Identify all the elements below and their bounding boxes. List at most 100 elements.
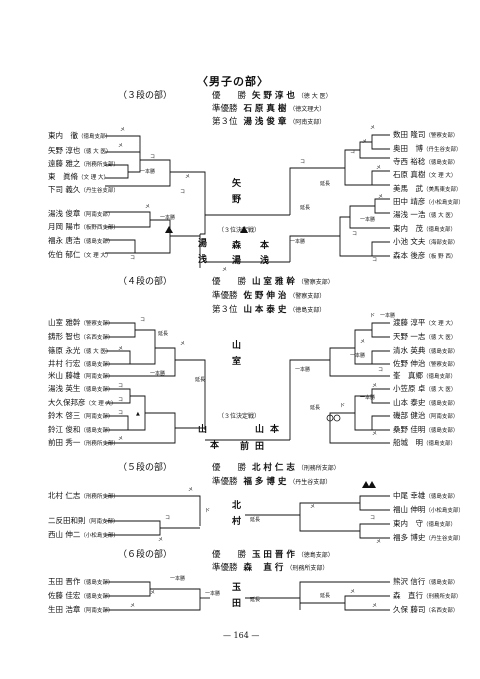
do-mark: ド xyxy=(205,508,211,514)
bracket-4dan-right xyxy=(205,322,390,444)
page-number: — 164 — xyxy=(223,631,260,640)
player-entry: 東内 茂（徳島支部） xyxy=(393,224,457,233)
ippon-mark: 一本勝 xyxy=(360,395,376,401)
men-mark: メ xyxy=(118,346,124,352)
encho-mark: 延長 xyxy=(250,597,261,603)
player-entry: 東内 守（徳島支部） xyxy=(393,519,457,528)
do-mark: ド xyxy=(340,403,346,409)
player-entry: 寺西 裕稔（徳島支部） xyxy=(393,157,459,166)
page-title: 〈男子の部〉 xyxy=(197,75,269,88)
ippon-mark: 一本勝 xyxy=(290,239,306,245)
player-entry: 東 眞脩（文 理 大） xyxy=(48,172,109,181)
kote-mark: コ xyxy=(118,397,124,403)
result-row: 優 勝 北 村 仁 志 （刑務所支部） xyxy=(212,463,340,473)
player-entry: 佐伯 郁仁（文 理 大） xyxy=(48,250,112,259)
men-mark: メ xyxy=(360,339,366,345)
circle-mark xyxy=(326,414,334,422)
men-mark: メ xyxy=(185,174,191,180)
do-mark: ド xyxy=(370,313,376,319)
result-row: 優 勝 山 室 雅 幹 （警察支部） xyxy=(212,277,334,287)
player-entry: 鋳形 智也（名西支部） xyxy=(48,332,114,341)
section-title-5dan: （５段の部） xyxy=(118,463,173,473)
semi-winner-char: 山 xyxy=(255,425,265,435)
player-entry: 奥田 博（丹生谷支部） xyxy=(393,144,462,153)
player-entry: 矢野 淳也（徳 大 医） xyxy=(48,146,112,155)
semi-winner-char: 浅 xyxy=(198,255,208,265)
section-title-4dan: （４段の部） xyxy=(118,277,173,287)
kote-mark: コ xyxy=(370,515,376,521)
player-entry: 山本 泰史（徳島支部） xyxy=(393,398,459,407)
triangle-mark xyxy=(240,226,248,233)
player-entry: 鈴江 俊和（徳島支部） xyxy=(48,425,114,434)
semi-winner-char: 本 xyxy=(210,441,220,451)
player-entry: 生田 浩章（阿南支部） xyxy=(48,605,114,614)
result-row: 準優勝 福 多 博 史 （丹生谷支部） xyxy=(212,477,332,487)
final-winner-char: 野 xyxy=(232,195,242,205)
player-entry: 井村 行宏（徳島支部） xyxy=(48,359,114,368)
player-entry: 佐藤 佳宏（徳島支部） xyxy=(48,591,114,600)
final-winner-char: 矢 xyxy=(232,179,242,189)
final-winner-char: 村 xyxy=(232,517,242,527)
triangle-mark xyxy=(165,226,173,233)
ippon-mark: 一本勝 xyxy=(350,353,366,359)
player-entry: 美馬 武（美馬東支部） xyxy=(393,184,462,193)
player-entry: 小池 文夫（海部支部） xyxy=(393,237,459,246)
men-mark: メ xyxy=(372,431,378,437)
player-entry: 大久保邦彦（文 理 大） xyxy=(48,398,117,407)
final-winner-char: 玉 xyxy=(232,583,242,593)
result-row: 準優勝 石 原 真 樹 （徳文理大） xyxy=(212,104,326,114)
semi-winner-char: 山 xyxy=(198,425,208,435)
kote-mark: コ xyxy=(118,410,124,416)
player-entry: 佐野 伸治（警察支部） xyxy=(393,359,459,368)
bracket-3dan-right xyxy=(205,134,390,263)
encho-mark: 延長 xyxy=(310,405,321,411)
player-entry: 北村 仁志（刑務所支部） xyxy=(48,491,119,500)
player-entry: 森本 後彦（板 野 西） xyxy=(393,251,457,260)
section-title-6dan: （６段の部） xyxy=(118,550,173,560)
semi-winner-char: 本 xyxy=(270,425,280,435)
player-entry: 下司 義久（丹生谷支部） xyxy=(48,185,119,194)
men-mark: メ xyxy=(372,603,378,609)
bracket-4dan-left xyxy=(105,322,206,444)
ippon-mark: 一本勝 xyxy=(170,576,186,582)
semi-winner-char: 本 xyxy=(260,241,270,251)
bracket-5dan xyxy=(105,495,390,539)
bracket-6dan xyxy=(105,581,390,611)
player-entry: 熊沢 信行（徳島支部） xyxy=(393,577,459,586)
men-mark: メ xyxy=(118,436,124,442)
final-winner-char: 北 xyxy=(232,501,242,511)
final-winner-char: 室 xyxy=(232,357,242,367)
player-entry: 福多 博史（丹生谷支部） xyxy=(393,533,464,542)
player-entry: 中尾 幸雄（徳島支部） xyxy=(393,491,459,500)
player-entry: 福永 唐浩（徳島支部） xyxy=(48,236,114,245)
men-mark: メ xyxy=(376,165,382,171)
ippon-mark: 一本勝 xyxy=(150,371,166,377)
player-entry: 玉田 晋作（徳島支部） xyxy=(48,577,114,586)
ippon-mark: 一本勝 xyxy=(295,367,311,373)
result-row: 第３位 山 本 泰 史 （徳島支部） xyxy=(212,305,326,315)
player-entry: 小笠原 卓（徳 大 医） xyxy=(393,384,457,393)
player-entry: 二反田和則（阿南支部） xyxy=(48,516,119,525)
player-entry: 久保 藤司（名西支部） xyxy=(393,605,459,614)
third-place-label: （３位決定戦） xyxy=(218,227,261,234)
player-entry: 前田 秀一（刑務所支部） xyxy=(48,438,119,447)
kote-mark: コ xyxy=(130,255,136,261)
encho-mark: 延長 xyxy=(195,377,206,383)
kote-mark: コ xyxy=(300,159,306,165)
player-entry: 田中 靖彦（小松島支部） xyxy=(393,197,464,206)
player-entry: 清水 英典（徳島支部） xyxy=(393,346,459,355)
ippon-mark: 一本勝 xyxy=(140,169,156,175)
player-entry: 湯浅 俊章（阿南支部） xyxy=(48,209,114,218)
player-entry: 遠藤 雅之（刑務所支部） xyxy=(48,159,119,168)
encho-mark: 延長 xyxy=(320,181,331,187)
section-title-3dan: （３段の部） xyxy=(118,91,173,101)
kote-mark: コ xyxy=(180,189,186,195)
player-entry: 山室 雅幹（警察支部） xyxy=(48,318,114,327)
men-mark: メ xyxy=(188,487,194,493)
result-row: 準優勝 森 直 行 （刑務所支部） xyxy=(212,563,329,573)
men-mark: メ xyxy=(180,341,186,347)
encho-mark: 延長 xyxy=(300,205,311,211)
kote-mark: コ xyxy=(150,154,156,160)
third-place-label: （３位決定戦） xyxy=(218,413,261,420)
